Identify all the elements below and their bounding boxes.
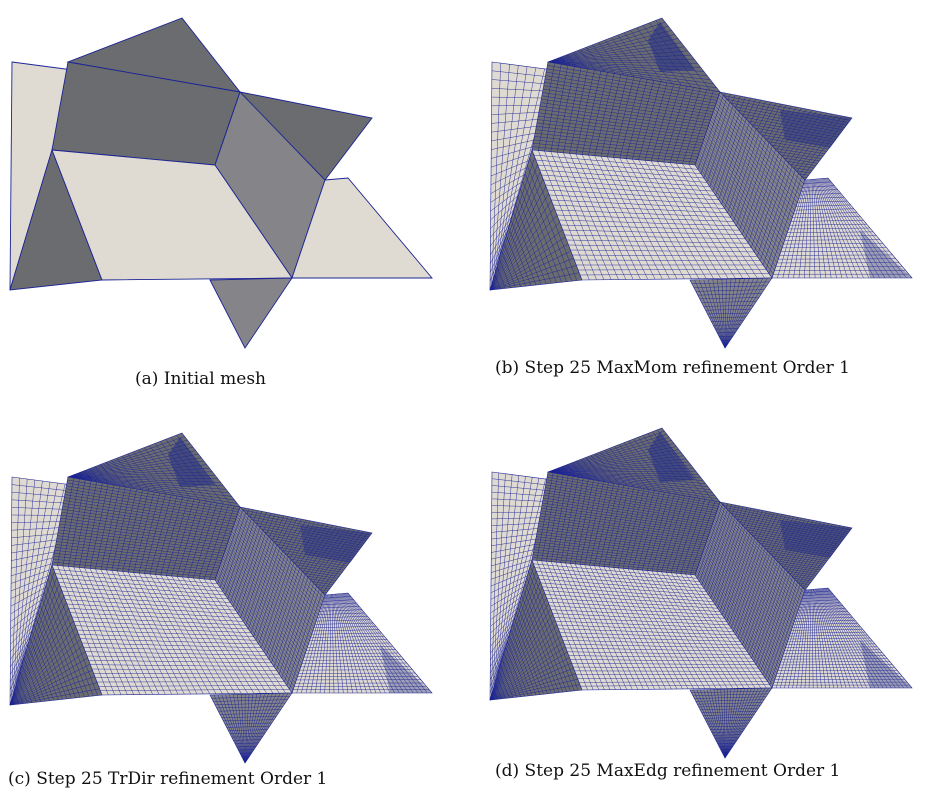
panel-b-image (480, 0, 928, 360)
caption-b: (b) Step 25 MaxMom refinement Order 1 (495, 358, 850, 378)
dense-patch-right (780, 520, 852, 558)
panel-a-image (0, 0, 460, 360)
face-right-plane-grid (293, 592, 430, 694)
face-top-left-dark-grid (52, 477, 240, 580)
face-right-vertical-grid (695, 94, 804, 275)
dense-patch-far-right (860, 230, 912, 278)
face-right-vertical-grid (215, 509, 325, 690)
face-bottom-spike-grid (691, 277, 770, 349)
mesh-render-a (9, 17, 433, 349)
face-right-plane-grid (773, 177, 909, 279)
face-right-vertical-grid (695, 503, 805, 686)
face-front-light-grid (533, 560, 770, 691)
caption-a: (a) Initial mesh (135, 369, 267, 389)
mesh-render-b (489, 17, 913, 349)
dense-patch-right (780, 110, 852, 148)
dense-patch-far-right (380, 645, 432, 693)
panel-d-image (480, 410, 928, 770)
dense-patch-right (300, 525, 372, 563)
face-front-light-grid (533, 150, 770, 281)
caption-c: (c) Step 25 TrDir refinement Order 1 (8, 769, 328, 789)
face-top-left-dark-grid (532, 472, 720, 575)
face-right-plane (291, 177, 433, 279)
dense-patch-top (168, 437, 215, 487)
face-bottom-spike-grid (211, 692, 290, 764)
face-front-left-dark-grid (489, 157, 580, 291)
face-front-light-grid (53, 565, 290, 696)
dense-patch-top (648, 22, 695, 72)
face-right-plane-grid (772, 587, 910, 689)
dense-patch-top (648, 432, 695, 482)
dense-patch-far-right (860, 640, 912, 688)
face-front-left-dark-grid (9, 571, 100, 706)
caption-d: (d) Step 25 MaxEdg refinement Order 1 (495, 761, 841, 781)
face-top-left-dark-grid (532, 63, 720, 165)
mesh-render-d (489, 427, 913, 759)
panel-c-image (0, 415, 460, 775)
face-bottom-spike-grid (691, 687, 771, 759)
face-right-plane (771, 587, 913, 689)
face-front-left-dark-grid (489, 565, 580, 701)
mesh-render-c (9, 432, 433, 764)
face-bottom-spike (209, 277, 293, 349)
